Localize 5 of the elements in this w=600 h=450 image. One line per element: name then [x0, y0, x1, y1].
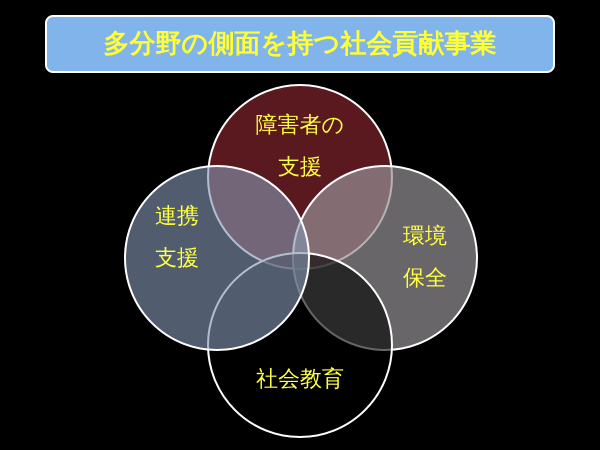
title-banner: 多分野の側面を持つ社会貢献事業	[45, 15, 555, 73]
circle-label: 社会教育	[255, 366, 345, 394]
circle-label: 連携支援	[154, 203, 200, 273]
circle-label: 環境保全	[402, 223, 448, 293]
circle-label: 障害者の支援	[254, 112, 346, 182]
